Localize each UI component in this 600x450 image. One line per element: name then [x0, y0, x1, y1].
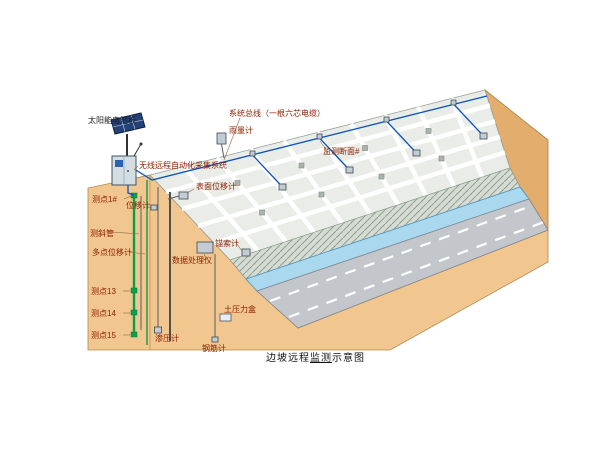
measure-point-markers: [130, 192, 138, 338]
caption-part3: 示意图: [332, 353, 365, 364]
masonry-hatch: [230, 168, 520, 279]
rebar-meter-label: 钢筋计: [202, 344, 226, 353]
antenna-icon: [139, 142, 143, 146]
rain-gauge-device: [216, 132, 227, 159]
multipoint-displacement-label: 多点位移计: [92, 248, 132, 257]
borehole-lines: [132, 180, 216, 345]
data-processor-label: 数据处理仪: [172, 256, 212, 265]
point-13-label: 测点13: [91, 287, 116, 296]
rain-gauge-label: 雨量计: [229, 126, 253, 135]
monitoring-node-boxes: [249, 99, 488, 191]
earth-pressure-cell-box: [219, 313, 232, 322]
road-dashed-lines: [269, 204, 545, 319]
surface-displacement-label: 表面位移计: [196, 182, 236, 191]
cabinet-to-borehole-line: [127, 185, 135, 196]
seepage-sensor: [154, 326, 162, 334]
bus-drop-lines: [252, 103, 484, 188]
wireless-system-label: 无线远程自动化采集系统: [139, 161, 227, 170]
system-bus-label: 系统总线（一根六芯电缆）: [229, 109, 325, 118]
caption-part1: 边坡远程: [266, 353, 310, 364]
road-surface: [256, 198, 549, 329]
data-processor-box: [196, 241, 214, 254]
system-bus-line: [130, 95, 488, 181]
earth-pressure-cell-label: 土压力盒: [224, 305, 256, 314]
monitoring-section-label: 监测断面#: [323, 147, 360, 156]
solar-panel: [110, 112, 146, 158]
point-1-label: 测点1#: [92, 195, 117, 204]
displacement-sensor: [150, 204, 158, 211]
anchor-meter-device: [241, 248, 251, 257]
rebar-sensor: [211, 336, 219, 343]
anchor-meter-label: 锚索计: [215, 239, 239, 248]
slope-grid-lines: [165, 97, 506, 253]
point-14-label: 测点14: [91, 309, 116, 318]
surface-displacement-device: [167, 191, 189, 200]
displacement-meter-label: 位移计: [126, 201, 150, 210]
leader-lines: [111, 117, 329, 336]
anchor-plates: [234, 128, 445, 216]
point-15-label: 测点15: [91, 331, 116, 340]
caption-part2: 监测: [310, 353, 332, 364]
solar-panel-label: 太阳能电池板: [88, 116, 136, 125]
diagram-caption: 边坡远程监测示意图: [266, 349, 365, 364]
seepage-meter-label: 渗压计: [155, 334, 179, 343]
acquisition-cabinet: [111, 142, 143, 186]
inclinometer-tube-label: 测斜管: [90, 229, 114, 238]
